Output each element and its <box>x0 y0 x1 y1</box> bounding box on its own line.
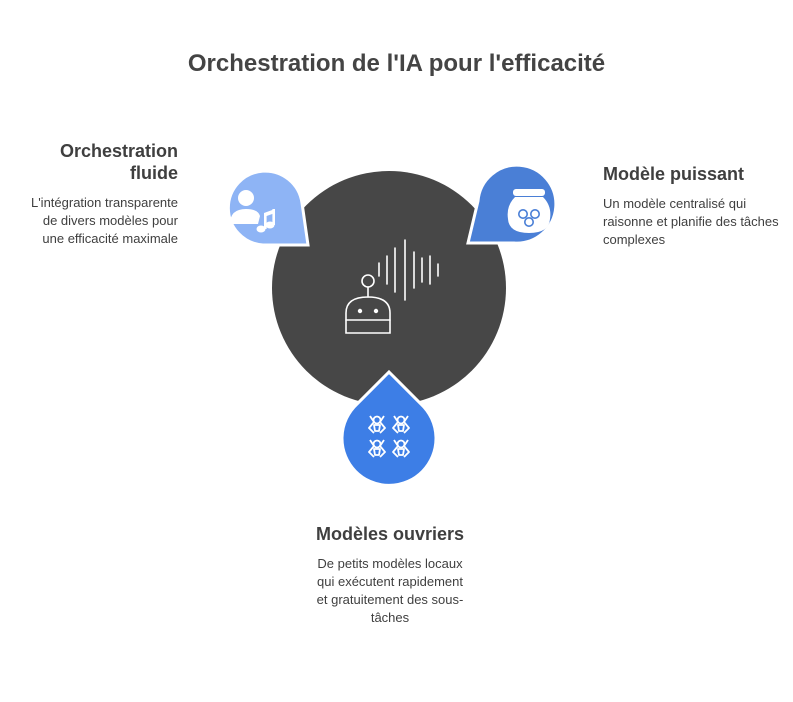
honey-jar-icon <box>507 189 551 233</box>
node-description: Un modèle centralisé qui raisonne et pla… <box>603 196 779 247</box>
central-hub-circle <box>272 171 506 405</box>
modele-puissant-node <box>466 163 558 245</box>
bottom-node-drop <box>340 369 438 487</box>
left-node-drop <box>226 169 310 247</box>
label-modele-puissant: Modèle puissant Un modèle centralisé qui… <box>603 163 783 249</box>
robot-with-soundwave-icon <box>345 239 439 334</box>
page-title: Orchestration de l'IA pour l'efficacité <box>187 50 606 77</box>
node-heading: Modèle puissant <box>603 164 745 184</box>
node-heading: Modèles ouvriers <box>315 524 465 544</box>
label-orchestration-fluide: Orchestration fluide L'intégration trans… <box>20 140 178 248</box>
orchestration-fluide-node <box>226 169 310 247</box>
node-description: De petits modèles locaux qui exécutent r… <box>316 556 464 625</box>
worker-bees-icon <box>368 415 410 458</box>
modeles-ouvriers-node <box>340 369 438 487</box>
user-music-icon <box>230 190 275 233</box>
node-heading: Orchestration fluide <box>59 141 178 183</box>
node-description: L'intégration transparente de divers mod… <box>30 195 178 246</box>
label-modeles-ouvriers: Modèles ouvriers De petits modèles locau… <box>290 523 490 627</box>
